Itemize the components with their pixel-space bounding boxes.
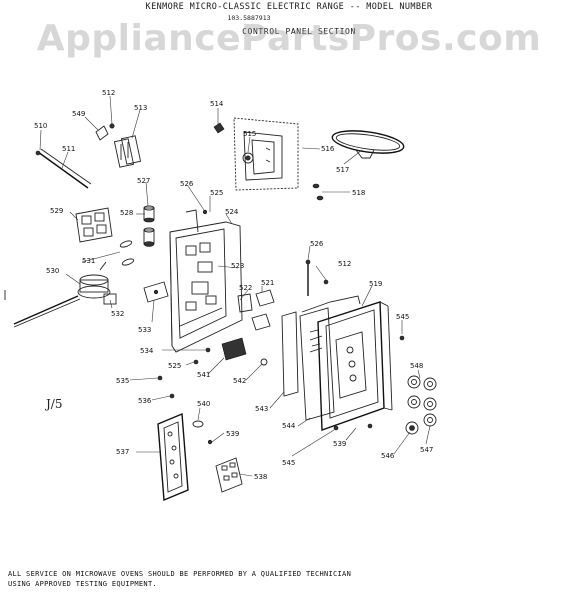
part-516-relay-board (233, 117, 299, 191)
part-545-screws (333, 335, 405, 431)
part-530-532-thermostat (13, 261, 117, 328)
diagram-title: KENMORE MICRO-CLASSIC ELECTRIC RANGE -- … (145, 2, 433, 12)
label-514: 514 (210, 100, 224, 108)
label-510: 510 (34, 122, 47, 130)
watermark: AppliancePartsPros.com (36, 18, 542, 59)
label-512: 512 (102, 89, 115, 97)
label-549: 549 (72, 110, 85, 118)
label-521: 521 (261, 279, 274, 287)
label-532: 532 (111, 310, 124, 318)
label-512-b: 512 (338, 260, 351, 268)
label-545: 545 (396, 313, 409, 321)
part-510-511-wire (35, 148, 92, 189)
part-540-539-parts (192, 420, 213, 445)
label-524: 524 (225, 208, 239, 216)
label-519: 519 (369, 280, 382, 288)
label-541: 541 (197, 371, 210, 379)
label-544: 544 (282, 422, 296, 430)
part-labels: 510 511 512 549 513 514 515 516 517 518 … (34, 89, 433, 481)
part-527-528-shafts (143, 205, 155, 247)
label-525: 525 (210, 189, 223, 197)
service-notice: ALL SERVICE ON MICROWAVE OVENS SHOULD BE… (8, 569, 351, 589)
part-521-522-blocks (237, 289, 275, 331)
part-531-clips (119, 240, 135, 266)
service-notice-line-2: USING APPROVED TESTING EQUIPMENT. (8, 580, 157, 588)
label-529: 529 (50, 207, 63, 215)
part-546-548-knobs (405, 375, 437, 435)
part-526-support-bar (305, 259, 329, 296)
label-546: 546 (381, 452, 395, 460)
section-title: CONTROL PANEL SECTION (242, 27, 356, 36)
label-545-b: 545 (282, 459, 295, 467)
label-517: 517 (336, 166, 349, 174)
part-518-screws (312, 183, 324, 201)
label-523: 523 (231, 262, 244, 270)
label-516: 516 (321, 145, 335, 153)
part-529-control-block (75, 207, 113, 243)
part-537-circuit-board (157, 412, 189, 502)
label-528: 528 (120, 209, 133, 217)
label-543: 543 (255, 405, 268, 413)
part-533-bracket (143, 281, 169, 303)
label-525-b: 525 (168, 362, 181, 370)
part-513-switch (95, 123, 142, 168)
label-513: 513 (134, 104, 147, 112)
label-538: 538 (254, 473, 267, 481)
label-548: 548 (410, 362, 423, 370)
label-542: 542 (233, 377, 246, 385)
label-535: 535 (116, 377, 129, 385)
part-519-front-panel (309, 301, 393, 431)
label-534: 534 (140, 347, 154, 355)
label-526-b: 526 (310, 240, 324, 248)
label-539: 539 (226, 430, 239, 438)
label-540: 540 (197, 400, 210, 408)
label-515: 515 (243, 130, 256, 138)
label-531: 531 (82, 257, 95, 265)
label-518: 518 (352, 189, 365, 197)
part-543-544-panels (281, 295, 361, 421)
label-547: 547 (420, 446, 433, 454)
part-514-screw (213, 122, 225, 134)
leader-lines (39, 95, 431, 477)
part-541-module (221, 337, 268, 366)
label-539-b: 539 (333, 440, 346, 448)
label-536: 536 (138, 397, 152, 405)
part-524-chassis (169, 209, 243, 353)
label-526: 526 (180, 180, 194, 188)
model-number: 103.5887913 (227, 14, 271, 22)
part-534-536-screws (157, 347, 211, 399)
part-517-loop (331, 130, 405, 159)
label-522: 522 (239, 284, 252, 292)
label-530: 530 (46, 267, 59, 275)
label-527: 527 (137, 177, 150, 185)
part-538-keypad (215, 457, 243, 493)
label-533: 533 (138, 326, 151, 334)
label-511: 511 (62, 145, 75, 153)
label-537: 537 (116, 448, 129, 456)
service-notice-line-1: ALL SERVICE ON MICROWAVE OVENS SHOULD BE… (8, 570, 352, 578)
page-mark: J/5 (46, 397, 63, 411)
